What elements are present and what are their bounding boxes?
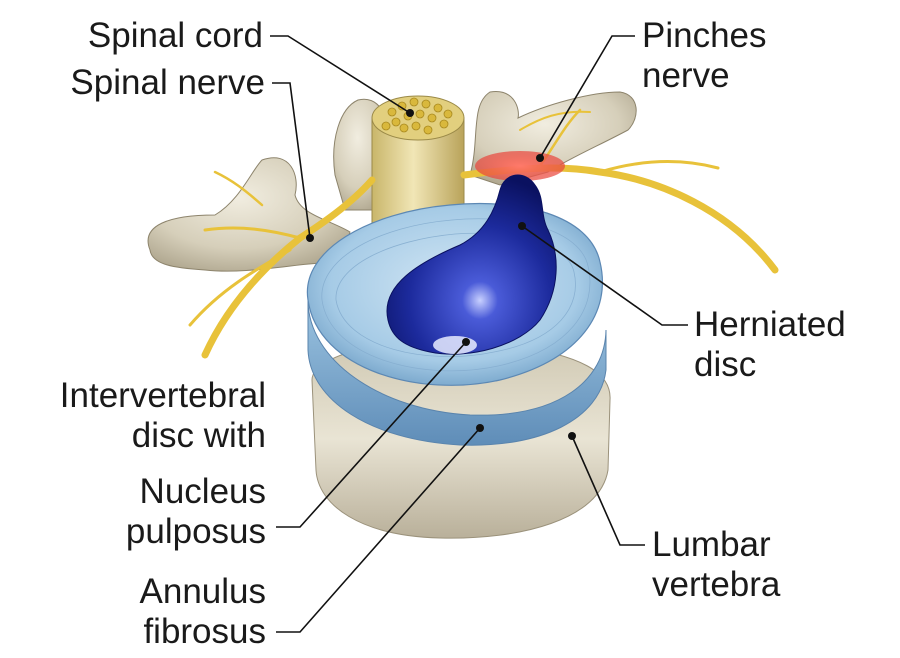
label-intervertebral-disc: Intervertebral disc with: [60, 376, 266, 456]
annulus-rings: [321, 218, 591, 372]
disc-side: [307, 299, 607, 446]
label-intervertebral-line1: Intervertebral: [59, 376, 266, 415]
label-nucleus-line1: Nucleus: [139, 472, 266, 511]
label-intervertebral-line2: disc with: [131, 416, 266, 455]
label-annulus-fibrosus: Annulus fibrosus: [140, 572, 266, 652]
label-pinches-line2: nerve: [642, 56, 730, 95]
label-lumbar-vertebra: Lumbar vertebra: [652, 525, 780, 605]
left-transverse-process: [147, 157, 351, 272]
label-annulus-line2: fibrosus: [143, 612, 266, 651]
label-herniated-disc: Herniated disc: [694, 305, 846, 385]
label-lumbar-line1: Lumbar: [652, 525, 771, 564]
label-annulus-line1: Annulus: [139, 572, 266, 611]
label-pinches-nerve: Pinches nerve: [642, 16, 767, 96]
label-spinal-nerve: Spinal nerve: [70, 63, 265, 102]
label-herniated-line1: Herniated: [694, 305, 846, 344]
label-herniated-line2: disc: [694, 345, 757, 384]
label-lumbar-line2: vertebra: [652, 565, 781, 604]
nucleus-highlight: [433, 336, 477, 354]
leader-lines: [270, 35, 688, 633]
label-pinches-line1: Pinches: [642, 16, 767, 55]
label-nucleus-line2: pulposus: [125, 512, 266, 551]
label-spinal-cord: Spinal cord: [87, 16, 263, 55]
label-nucleus-pulposus: Nucleus pulposus: [126, 472, 266, 552]
